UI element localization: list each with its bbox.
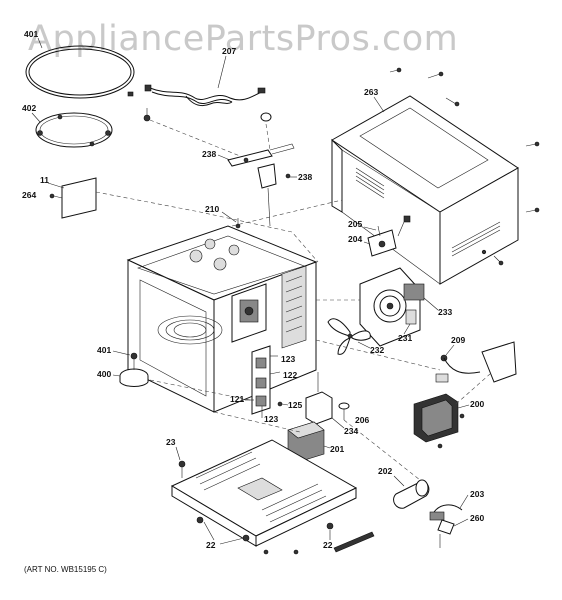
roller-ring xyxy=(35,112,113,148)
callout-202: 202 xyxy=(378,466,392,476)
callout-121: 121 xyxy=(230,394,244,404)
outer-case xyxy=(331,95,519,285)
callout-234: 234 xyxy=(344,426,358,436)
watermark-text: AppliancePartsPros.com xyxy=(28,19,458,59)
callout-260: 260 xyxy=(470,513,484,523)
callout-263: 263 xyxy=(364,87,378,97)
turntable-motor xyxy=(119,352,149,387)
callout-209: 209 xyxy=(451,335,465,345)
callout-400: 400 xyxy=(97,369,111,379)
callout-201: 201 xyxy=(330,444,344,454)
callout-122: 122 xyxy=(283,370,297,380)
cavity-side-vents xyxy=(281,265,307,349)
oven-cavity xyxy=(126,218,318,413)
wire-harness xyxy=(127,84,272,122)
callout-123-bottom: 123 xyxy=(264,414,278,424)
diode-assembly xyxy=(429,504,463,548)
callout-11: 11 xyxy=(40,175,49,185)
callout-22-right: 22 xyxy=(323,540,333,550)
callout-labels: 401 207 402 263 238 238 11 264 210 205 2… xyxy=(22,29,484,550)
callout-125: 125 xyxy=(288,400,302,410)
cavity-floor-tray xyxy=(157,315,223,345)
callout-402: 402 xyxy=(22,103,36,113)
callout-205: 205 xyxy=(348,219,362,229)
callout-207: 207 xyxy=(222,46,236,56)
assembly-guide-lines xyxy=(95,119,491,481)
callout-203: 203 xyxy=(470,489,484,499)
callout-206: 206 xyxy=(355,415,369,425)
capacitor xyxy=(393,479,430,509)
base-feet xyxy=(178,460,334,555)
callout-401-top: 401 xyxy=(24,29,38,39)
callout-231: 231 xyxy=(398,333,412,343)
base-vents xyxy=(195,451,327,523)
callout-264: 264 xyxy=(22,190,36,200)
case-vents xyxy=(355,167,501,257)
callout-23: 23 xyxy=(166,437,176,447)
callout-210: 210 xyxy=(205,204,219,214)
art-number: (ART NO. WB15195 C) xyxy=(24,565,107,574)
callout-200: 200 xyxy=(470,399,484,409)
diode-bracket xyxy=(435,341,517,383)
fuse-holder xyxy=(305,372,350,425)
base-plate xyxy=(170,439,375,553)
door-interlock-switches xyxy=(251,345,283,418)
callout-123-top: 123 xyxy=(281,354,295,364)
callout-204: 204 xyxy=(348,234,362,244)
callout-238-right: 238 xyxy=(298,172,312,182)
callout-233: 233 xyxy=(438,307,452,317)
waveguide-cover xyxy=(49,177,97,219)
turntable-ring xyxy=(25,45,135,99)
callout-22-left: 22 xyxy=(206,540,216,550)
case-screws xyxy=(389,67,540,266)
thermal-protector xyxy=(367,215,411,257)
callout-238-left: 238 xyxy=(202,149,216,159)
bracket-assembly xyxy=(227,143,295,227)
fan-motor-assembly xyxy=(359,267,425,347)
callout-232: 232 xyxy=(370,345,384,355)
control-bracket xyxy=(231,283,267,343)
transformer xyxy=(413,393,465,449)
callout-401: 401 xyxy=(97,345,111,355)
fan-blade xyxy=(327,318,371,355)
